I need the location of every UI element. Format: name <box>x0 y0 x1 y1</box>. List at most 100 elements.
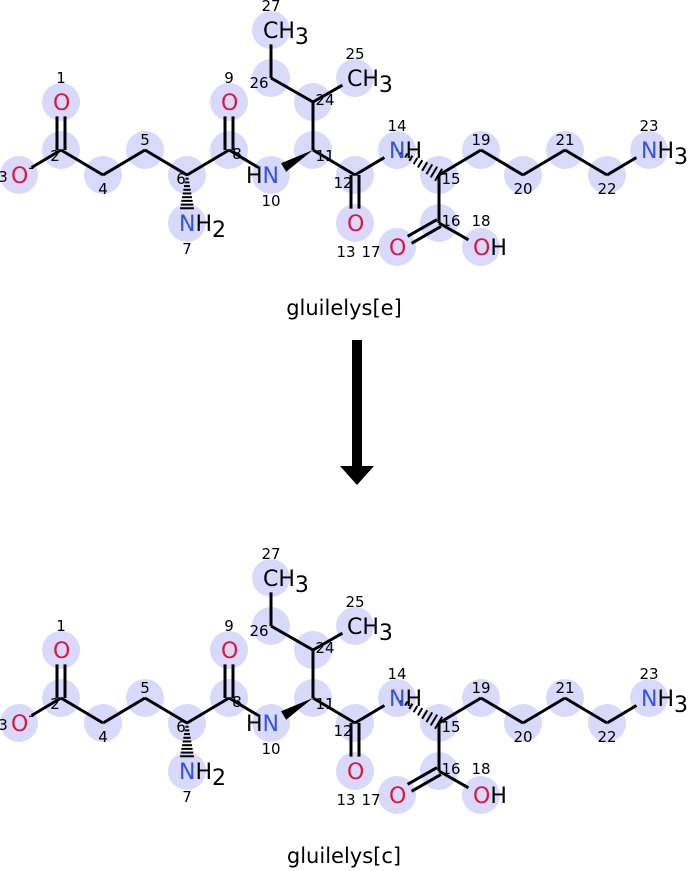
atom-highlight <box>252 156 290 194</box>
atom-highlight <box>210 631 248 669</box>
atom-number: 19 <box>471 679 490 697</box>
atom-label: NH <box>389 687 422 712</box>
atom-number: 15 <box>441 170 460 188</box>
atom-label: OH <box>473 784 507 809</box>
atom-label: O- <box>11 706 34 737</box>
atom-number: 16 <box>441 760 460 778</box>
atom-number: 23 <box>639 665 658 683</box>
atom-label: OH <box>473 236 507 261</box>
bond <box>480 696 524 725</box>
atom-label: CH3 <box>347 615 393 646</box>
bond <box>55 116 67 150</box>
atom-label: O <box>347 212 364 237</box>
atom-number: 13 <box>336 791 355 809</box>
atom-highlight <box>168 752 206 790</box>
atom-label: O <box>53 639 70 664</box>
atom-number: 25 <box>345 593 364 611</box>
bond <box>438 221 470 242</box>
bond <box>270 76 314 104</box>
bond <box>180 174 194 210</box>
atom-label: NH2 <box>179 760 226 791</box>
bond <box>438 769 470 790</box>
atom-number: 18 <box>471 212 490 230</box>
bond <box>349 723 361 757</box>
atom-number: 3 <box>0 168 8 186</box>
bond <box>55 664 67 698</box>
atom-number: 8 <box>232 145 242 163</box>
atom-label: NH <box>389 139 422 164</box>
atom-number: 7 <box>182 788 192 806</box>
atom-number: 6 <box>176 170 186 188</box>
atom-number: 9 <box>224 617 234 635</box>
atom-number: 15 <box>441 718 460 736</box>
atom-number: 10 <box>261 740 280 758</box>
bond <box>312 83 344 104</box>
atom-label: CH3 <box>347 67 393 98</box>
atom-number: 5 <box>140 679 150 697</box>
atom-label: O <box>389 784 406 809</box>
bond <box>281 698 313 720</box>
atom-highlight <box>336 59 374 97</box>
atom-number: 14 <box>387 665 406 683</box>
atom-number: 10 <box>261 192 280 210</box>
atom-number: 4 <box>98 180 108 198</box>
bond <box>354 704 386 725</box>
bond <box>180 722 194 758</box>
atom-number: 22 <box>597 180 616 198</box>
bond <box>144 148 188 177</box>
atom-number: 22 <box>597 728 616 746</box>
atom-label: NH3+ <box>641 131 688 170</box>
atom-label: CH3 <box>263 567 309 598</box>
bond <box>564 148 608 177</box>
atom-number: 8 <box>232 693 242 711</box>
bond <box>438 696 482 725</box>
atom-number: 14 <box>387 117 406 135</box>
bond <box>60 148 104 177</box>
atom-number: 27 <box>261 0 280 15</box>
bond <box>312 696 356 725</box>
atom-number: 26 <box>249 74 268 92</box>
atom-highlight <box>336 204 374 242</box>
atom-highlight <box>42 83 80 121</box>
atom-number: 18 <box>471 760 490 778</box>
atom-highlight <box>0 704 38 742</box>
atom-highlight <box>462 228 500 266</box>
bond <box>395 696 443 730</box>
atom-highlight <box>630 679 668 717</box>
atom-number: 25 <box>345 45 364 63</box>
atom-number: 17 <box>361 243 380 261</box>
bond <box>144 696 188 725</box>
atom-highlight <box>378 776 416 814</box>
atom-number: 5 <box>140 131 150 149</box>
bond <box>228 148 260 169</box>
product-name: gluilelys[c] <box>286 844 402 868</box>
bond <box>522 148 566 177</box>
atom-number: 21 <box>555 131 574 149</box>
bond <box>102 148 146 177</box>
atom-number: 12 <box>333 174 352 192</box>
bond <box>30 148 62 169</box>
bond <box>223 116 235 150</box>
bond <box>186 696 230 725</box>
atom-number: 9 <box>224 69 234 87</box>
atom-label: HN <box>246 712 279 737</box>
atom-label: CH3 <box>263 19 309 50</box>
atom-number: 23 <box>639 117 658 135</box>
atom-label: O <box>389 236 406 261</box>
atom-label: HN <box>246 164 279 189</box>
atom-number: 7 <box>182 240 192 258</box>
atom-label: NH2 <box>179 212 226 243</box>
bond <box>522 696 566 725</box>
atom-label: O <box>53 91 70 116</box>
atom-number: 11 <box>315 147 334 165</box>
atom-number: 4 <box>98 728 108 746</box>
atom-label: O <box>347 760 364 785</box>
atom-number: 2 <box>50 147 60 165</box>
bond <box>312 148 356 177</box>
atom-number: 24 <box>315 91 334 109</box>
bond <box>30 696 62 717</box>
atom-number: 24 <box>315 639 334 657</box>
atom-number: 1 <box>56 69 66 87</box>
